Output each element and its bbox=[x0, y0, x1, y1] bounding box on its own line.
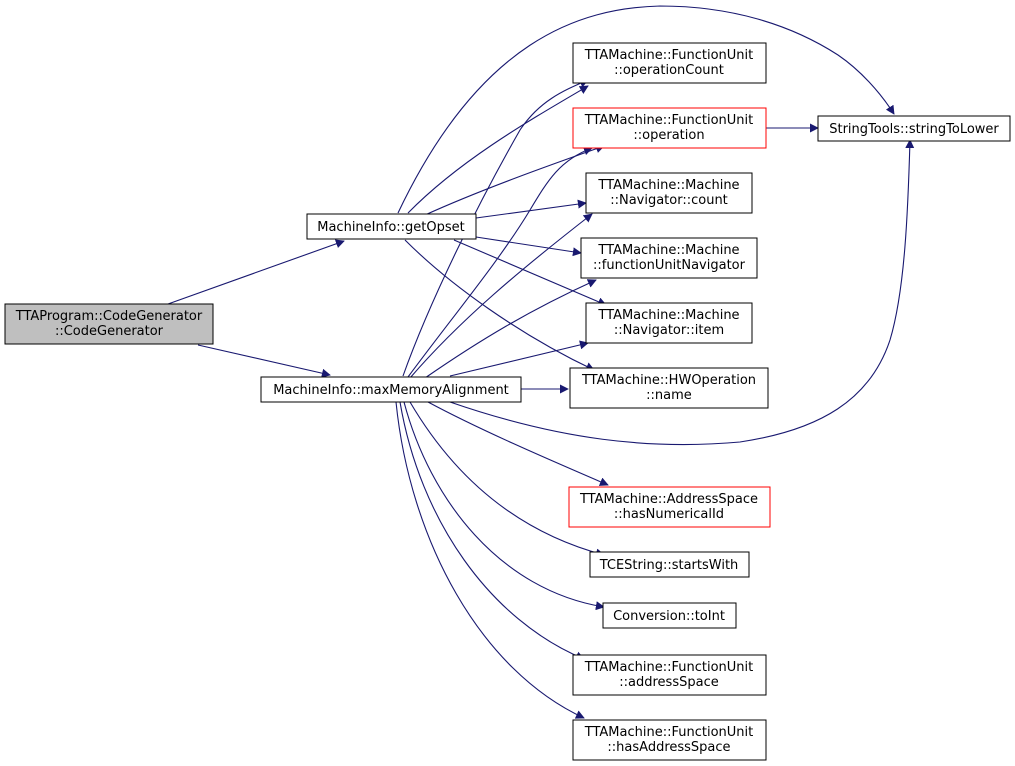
edge-getopset-to-navigatorcount bbox=[475, 199, 587, 219]
node-maxmemoryalignment-label: MachineInfo::maxMemoryAlignment bbox=[273, 383, 509, 398]
node-hasaddressspace[interactable]: TTAMachine::FunctionUnit ::hasAddressSpa… bbox=[572, 719, 767, 761]
node-navigatoritem-label-2: ::Navigator::item bbox=[614, 323, 724, 338]
edge-getopset-to-stringtolower bbox=[397, 5, 895, 214]
edge-maxmemoryalignment-to-startswith bbox=[409, 401, 605, 558]
edge-getopset-to-functionunitnavigator bbox=[475, 236, 582, 257]
node-hasnumericalid-label-1: TTAMachine::AddressSpace bbox=[579, 492, 758, 507]
edge-maxmemoryalignment-to-operation bbox=[407, 146, 593, 378]
node-hwoperationname[interactable]: TTAMachine::HWOperation ::name bbox=[569, 367, 769, 409]
edge-maxmemoryalignment-to-functionunitnavigator bbox=[424, 279, 597, 379]
node-navigatorcount-label-1: TTAMachine::Machine bbox=[597, 178, 739, 193]
node-stringtolower[interactable]: StringTools::stringToLower bbox=[817, 115, 1011, 142]
node-stringtolower-label: StringTools::stringToLower bbox=[829, 122, 999, 137]
node-navigatoritem[interactable]: TTAMachine::Machine ::Navigator::item bbox=[585, 302, 753, 344]
edge-maxmemoryalignment-to-hasaddressspace bbox=[395, 401, 585, 719]
edge-maxmemoryalignment-to-toint bbox=[403, 401, 605, 611]
node-operationcount-label-1: TTAMachine::FunctionUnit bbox=[584, 48, 753, 63]
node-navigatoritem-label-1: TTAMachine::Machine bbox=[597, 308, 739, 323]
node-maxmemoryalignment[interactable]: MachineInfo::maxMemoryAlignment bbox=[260, 376, 522, 403]
node-codegenerator[interactable]: TTAProgram::CodeGenerator ::CodeGenerato… bbox=[4, 303, 214, 345]
edge-getopset-to-navigatoritem bbox=[453, 239, 607, 306]
node-getopset[interactable]: MachineInfo::getOpset bbox=[306, 213, 477, 240]
node-getopset-label: MachineInfo::getOpset bbox=[317, 220, 464, 235]
node-operation[interactable]: TTAMachine::FunctionUnit ::operation bbox=[572, 107, 767, 149]
node-functionunitnavigator-label-1: TTAMachine::Machine bbox=[597, 243, 739, 258]
node-navigatorcount[interactable]: TTAMachine::Machine ::Navigator::count bbox=[585, 172, 753, 214]
node-startswith[interactable]: TCEString::startsWith bbox=[589, 551, 750, 578]
edge-codegenerator-to-maxmemoryalignment bbox=[197, 344, 331, 378]
node-toint-label: Conversion::toInt bbox=[613, 609, 725, 624]
node-codegenerator-label-1: TTAProgram::CodeGenerator bbox=[15, 309, 203, 324]
node-startswith-label: TCEString::startsWith bbox=[599, 558, 739, 573]
node-functionunitnavigator[interactable]: TTAMachine::Machine ::functionUnitNaviga… bbox=[580, 237, 758, 279]
node-hwoperationname-label-2: ::name bbox=[646, 388, 692, 403]
node-operationcount[interactable]: TTAMachine::FunctionUnit ::operationCoun… bbox=[572, 42, 767, 84]
node-navigatorcount-label-2: ::Navigator::count bbox=[610, 193, 728, 208]
node-operationcount-label-2: ::operationCount bbox=[614, 63, 724, 78]
node-hasnumericalid[interactable]: TTAMachine::AddressSpace ::hasNumericalI… bbox=[568, 486, 771, 528]
edge-maxmemoryalignment-to-addressspace bbox=[399, 401, 585, 661]
edge-maxmemoryalignment-to-navigatoritem bbox=[449, 340, 589, 377]
edge-maxmemoryalignment-to-navigatorcount bbox=[409, 213, 593, 379]
node-operation-label-2: ::operation bbox=[633, 128, 704, 143]
node-operation-label-1: TTAMachine::FunctionUnit bbox=[584, 113, 753, 128]
node-hwoperationname-label-1: TTAMachine::HWOperation bbox=[581, 373, 756, 388]
node-hasaddressspace-label-2: ::hasAddressSpace bbox=[607, 740, 730, 755]
edge-codegenerator-to-getopset bbox=[167, 239, 345, 305]
node-addressspace-label-1: TTAMachine::FunctionUnit bbox=[584, 660, 753, 675]
node-hasaddressspace-label-1: TTAMachine::FunctionUnit bbox=[584, 725, 753, 740]
node-toint[interactable]: Conversion::toInt bbox=[602, 602, 737, 629]
node-addressspace-label-2: ::addressSpace bbox=[619, 675, 718, 690]
edge-maxmemoryalignment-to-stringtolower bbox=[449, 139, 915, 446]
node-hasnumericalid-label-2: ::hasNumericalId bbox=[614, 507, 724, 522]
edge-getopset-to-hwoperationname bbox=[404, 239, 595, 371]
node-addressspace[interactable]: TTAMachine::FunctionUnit ::addressSpace bbox=[572, 654, 767, 696]
node-functionunitnavigator-label-2: ::functionUnitNavigator bbox=[593, 258, 746, 273]
edge-maxmemoryalignment-to-operationcount bbox=[402, 79, 589, 377]
edge-getopset-to-operationcount bbox=[407, 85, 589, 214]
node-codegenerator-label-2: ::CodeGenerator bbox=[55, 324, 164, 339]
edge-maxmemoryalignment-to-hasnumericalid bbox=[427, 401, 609, 486]
